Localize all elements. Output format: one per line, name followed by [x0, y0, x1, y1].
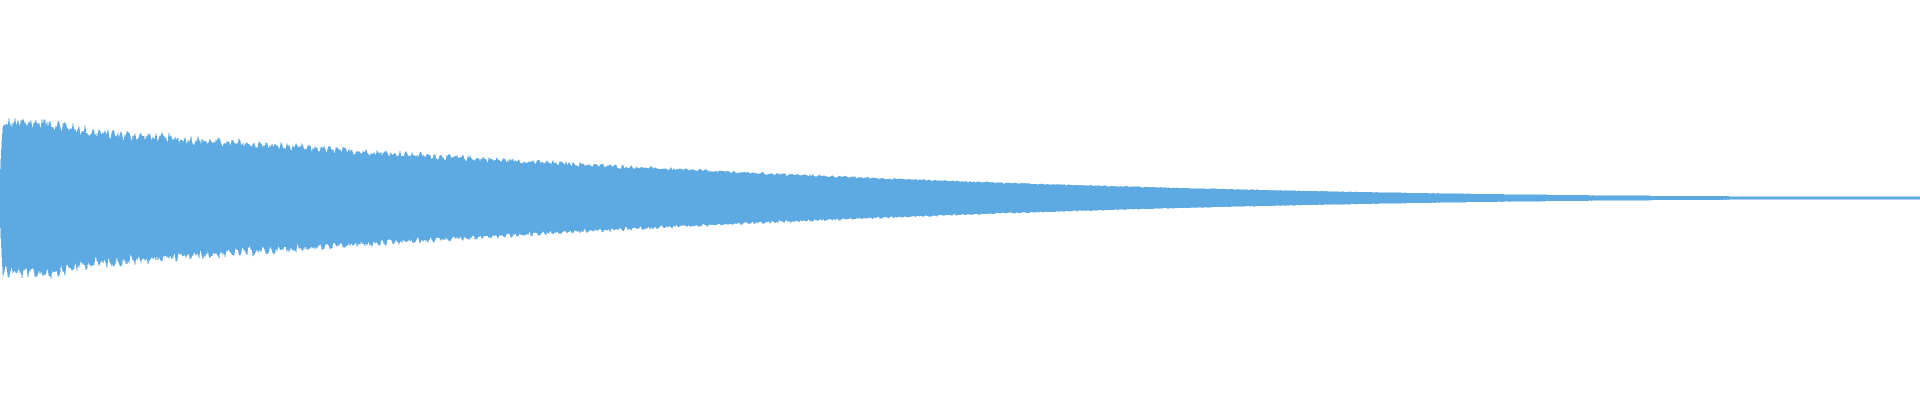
waveform-shape [0, 118, 1920, 279]
